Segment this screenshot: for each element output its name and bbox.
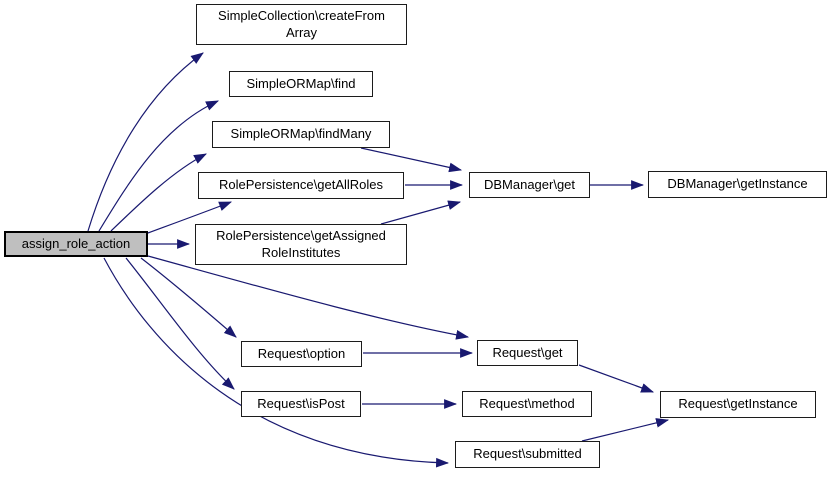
edge-assign_role_action-to-requestSubmitted [103, 257, 450, 468]
node-request-ispost[interactable]: Request\isPost [241, 391, 361, 417]
node-rolepersistence-getallroles[interactable]: RolePersistence\getAllRoles [198, 172, 404, 199]
node-request-get[interactable]: Request\get [477, 340, 578, 366]
node-rolepersistence-getassignedroleinstitutes[interactable]: RolePersistence\getAssigned RoleInstitut… [195, 224, 407, 265]
node-dbmanager-get[interactable]: DBManager\get [469, 172, 590, 198]
edge-assign_role_action-to-findMany [110, 153, 207, 232]
node-simplecollection-createfromarray[interactable]: SimpleCollection\createFrom Array [196, 4, 407, 45]
edge-assign_role_action-to-createFromArray [87, 52, 204, 232]
edge-requestSubmitted-to-requestGetInstance [581, 418, 670, 442]
node-request-option[interactable]: Request\option [241, 341, 362, 367]
edge-assign_role_action-to-getAllRoles [147, 201, 233, 234]
edge-assign_role_action-to-requestIsPost [125, 257, 235, 390]
node-request-method[interactable]: Request\method [462, 391, 592, 417]
edge-assign_role_action-to-requestGet [147, 255, 470, 340]
node-assign-role-action: assign_role_action [4, 231, 148, 257]
edge-findMany-to-dbGet [360, 147, 463, 173]
node-request-getinstance[interactable]: Request\getInstance [660, 391, 816, 418]
edge-assign_role_action-to-requestOption [140, 257, 237, 338]
edge-assign_role_action-to-find [98, 100, 219, 232]
node-simpleormap-findmany[interactable]: SimpleORMap\findMany [212, 121, 390, 148]
edge-requestGet-to-requestGetInstance [578, 364, 655, 393]
node-simpleormap-find[interactable]: SimpleORMap\find [229, 71, 373, 97]
node-request-submitted[interactable]: Request\submitted [455, 441, 600, 468]
edge-getAssignedRoleInstitutes-to-dbGet [380, 200, 462, 225]
node-dbmanager-getinstance[interactable]: DBManager\getInstance [648, 171, 827, 198]
